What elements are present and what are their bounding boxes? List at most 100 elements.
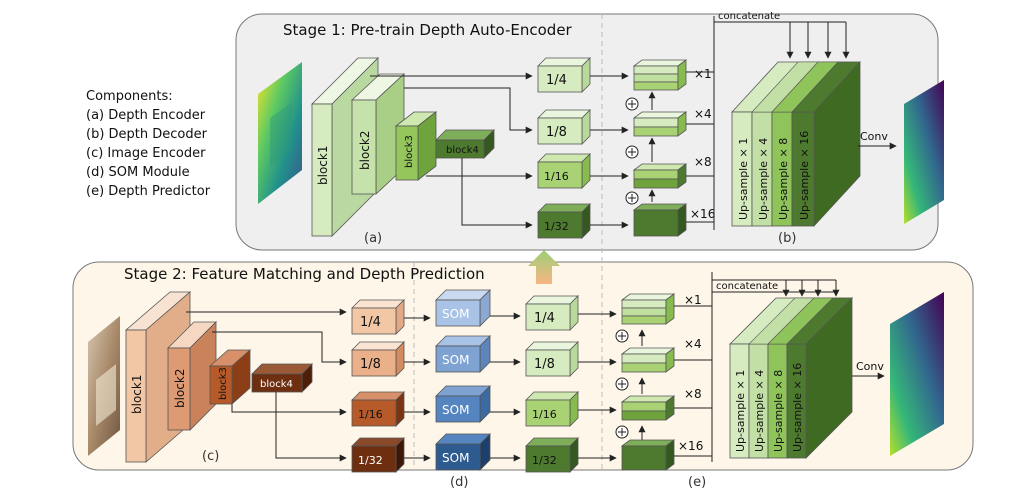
- svg-text:SOM: SOM: [442, 451, 469, 465]
- stage2-encoder: block1 block2 block3 block4: [124, 291, 313, 463]
- svg-text:1/16: 1/16: [358, 408, 383, 421]
- component-item-a: (a) Depth Encoder: [86, 108, 206, 123]
- matched-cube-1-32: 1/32: [525, 437, 579, 473]
- svg-text:Up-sample × 4: Up-sample × 4: [753, 370, 766, 452]
- stage2-upsample-block: Up-sample × 1 Up-sample × 4 Up-sample × …: [729, 297, 853, 459]
- svg-text:1/32: 1/32: [358, 454, 383, 467]
- component-item-d: (d) SOM Module: [86, 165, 190, 180]
- stage1-decoder-stacks: ×1 ×4 ×8 ×16: [632, 59, 715, 237]
- som-modules: SOM SOM SOM SOM: [435, 289, 491, 471]
- block4-cube: block4: [251, 363, 313, 393]
- stage2-conv-label: Conv: [856, 360, 884, 373]
- components-legend: Components: (a) Depth Encoder (b) Depth …: [86, 87, 210, 201]
- block3-cube: block3: [208, 349, 252, 405]
- svg-text:SOM: SOM: [442, 307, 469, 321]
- stack-x4: ×4: [620, 337, 702, 373]
- depth-input-image: [258, 62, 302, 204]
- scale-cube-1-8: 1/8: [351, 341, 405, 377]
- svg-text:×1: ×1: [694, 67, 712, 81]
- component-item-e: (e) Depth Predictor: [86, 184, 211, 199]
- som-module-4: SOM: [435, 433, 491, 471]
- stage2-scale-cubes: 1/4 1/8 1/16 1/32: [351, 299, 405, 473]
- stage1-conv-label: Conv: [860, 130, 888, 143]
- transfer-arrow: [528, 250, 560, 284]
- scale-cube-1-4: 1/4: [351, 299, 405, 335]
- block4-cube: block4: [435, 129, 495, 159]
- stage1-plus-nodes: [625, 97, 639, 205]
- block1-label: block1: [316, 146, 330, 185]
- svg-text:×1: ×1: [684, 293, 702, 307]
- stage2-decoder-stacks: ×1 ×4 ×8 ×16: [620, 293, 703, 471]
- stack-x8: ×8: [632, 155, 712, 189]
- stage1-upsample-block: Up-sample × 1 Up-sample × 4 Up-sample × …: [731, 60, 861, 228]
- scale-cube-1-16: 1/16: [351, 391, 405, 427]
- svg-text:1/32: 1/32: [544, 220, 569, 233]
- svg-text:1/8: 1/8: [360, 357, 381, 372]
- stage2-title: Stage 2: Feature Matching and Depth Pred…: [124, 265, 485, 283]
- label-e: (e): [688, 475, 706, 490]
- block3-cube: block3: [394, 111, 438, 181]
- stage2-matched-cubes: 1/4 1/8 1/16 1/32: [525, 295, 579, 473]
- stage1-fuse-arrows: [590, 72, 656, 229]
- matched-cube-1-8: 1/8: [525, 341, 579, 377]
- svg-text:×16: ×16: [690, 207, 715, 221]
- stack-x1: ×1: [620, 293, 702, 325]
- depth-prediction-image: [890, 292, 944, 456]
- stack-x1: ×1: [632, 59, 712, 91]
- svg-text:SOM: SOM: [442, 353, 469, 367]
- svg-text:Up-sample × 1: Up-sample × 1: [737, 138, 750, 220]
- stack-x4: ×4: [632, 107, 712, 137]
- svg-text:1/16: 1/16: [544, 170, 569, 183]
- scale-cube-1-32: 1/32: [537, 203, 591, 239]
- svg-text:1/8: 1/8: [534, 357, 555, 372]
- som-module-3: SOM: [435, 385, 491, 423]
- stage1-title: Stage 1: Pre-train Depth Auto-Encoder: [283, 21, 573, 39]
- scale-cube-1-4: 1/4: [537, 57, 591, 93]
- matched-cube-1-16: 1/16: [525, 391, 579, 427]
- component-item-c: (c) Image Encoder: [86, 146, 206, 161]
- stage2-fuse-arrows: [578, 310, 646, 462]
- svg-text:Up-sample × 16: Up-sample × 16: [791, 363, 804, 452]
- scale-cube-1-16: 1/16: [537, 153, 591, 189]
- label-d: (d): [450, 475, 468, 490]
- stage2-plus-nodes: [615, 329, 629, 439]
- components-heading: Components:: [86, 89, 173, 104]
- svg-text:Up-sample × 16: Up-sample × 16: [798, 131, 811, 220]
- stage2-stack-links: [674, 272, 840, 462]
- svg-text:Up-sample × 4: Up-sample × 4: [757, 138, 770, 220]
- stage1-skip-arrows: [370, 72, 533, 229]
- stage2-skip-arrows: [186, 308, 431, 462]
- svg-text:×4: ×4: [694, 107, 712, 121]
- svg-text:×4: ×4: [684, 337, 702, 351]
- stage1-scale-cubes: 1/4 1/8 1/16 1/32: [537, 57, 591, 239]
- stack-x16: ×16: [632, 203, 715, 237]
- stage2-concat-label: concatenate: [716, 281, 778, 292]
- component-item-b: (b) Depth Decoder: [86, 127, 207, 142]
- stage1-encoder: block1 block2 block3 block4: [311, 57, 495, 237]
- rgb-input-image: [88, 316, 120, 456]
- matched-cube-1-4: 1/4: [525, 295, 579, 331]
- stack-x16: ×16: [620, 439, 703, 471]
- stage1-stack-links: [686, 16, 850, 230]
- label-b: (b): [778, 231, 796, 246]
- stage1-concat-label: concatenate: [718, 11, 780, 22]
- svg-text:×16: ×16: [678, 439, 703, 453]
- block2-label: block2: [358, 131, 372, 170]
- stage2-som-arrows: [490, 312, 521, 462]
- svg-text:1/4: 1/4: [534, 311, 555, 326]
- block3-label: block3: [404, 135, 415, 168]
- svg-text:1/16: 1/16: [532, 408, 557, 421]
- svg-text:×8: ×8: [684, 387, 702, 401]
- svg-text:block4: block4: [260, 379, 293, 390]
- som-module-1: SOM: [435, 289, 491, 327]
- svg-text:block2: block2: [173, 369, 187, 408]
- scale-cube-1-32: 1/32: [351, 437, 405, 473]
- svg-text:block3: block3: [218, 367, 229, 400]
- scale-cube-1-8: 1/8: [537, 109, 591, 145]
- svg-text:1/4: 1/4: [546, 73, 567, 88]
- label-c: (c): [202, 449, 219, 464]
- som-module-2: SOM: [435, 335, 491, 373]
- svg-text:Up-sample × 8: Up-sample × 8: [772, 370, 785, 452]
- svg-text:1/4: 1/4: [360, 315, 381, 330]
- depth-output-image: [904, 80, 944, 224]
